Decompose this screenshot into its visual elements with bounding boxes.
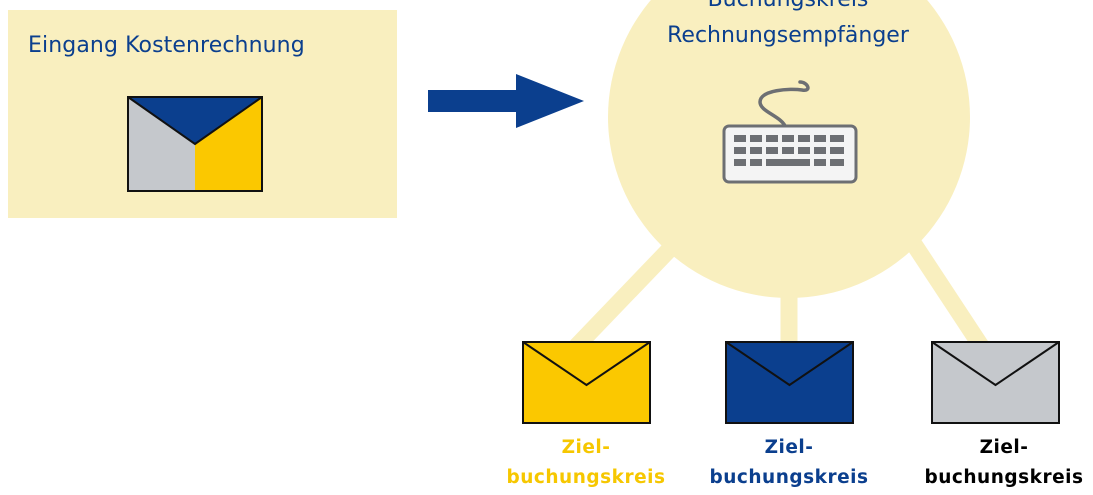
source-box: Eingang Kostenrechnung	[8, 10, 397, 218]
target-label-line-2: buchungskreis	[506, 467, 666, 488]
hub-title-line-2: Rechnungsempfänger	[667, 23, 909, 48]
target-label: Ziel- buchungskreis	[689, 433, 889, 493]
target-label-line-1: Ziel-	[979, 437, 1029, 458]
target-label: Ziel- buchungskreis	[486, 433, 686, 493]
arrow-right-icon	[428, 74, 584, 128]
target-label-line-2: buchungskreis	[924, 467, 1084, 488]
keyboard-icon	[722, 80, 858, 184]
target-label-line-2: buchungskreis	[709, 467, 869, 488]
hub-title-line-1: Buchungskreis	[588, 0, 988, 18]
source-title: Eingang Kostenrechnung	[28, 33, 305, 58]
envelope-icon	[725, 341, 854, 424]
envelope-icon	[127, 96, 263, 192]
envelope-icon	[522, 341, 651, 424]
target-label-line-1: Ziel-	[764, 437, 814, 458]
envelope-icon	[931, 341, 1060, 424]
target-label: Ziel- buchungskreis	[904, 433, 1093, 493]
target-label-line-1: Ziel-	[561, 437, 611, 458]
hub-title: Buchungskreis Rechnungsempfänger	[588, 0, 988, 54]
